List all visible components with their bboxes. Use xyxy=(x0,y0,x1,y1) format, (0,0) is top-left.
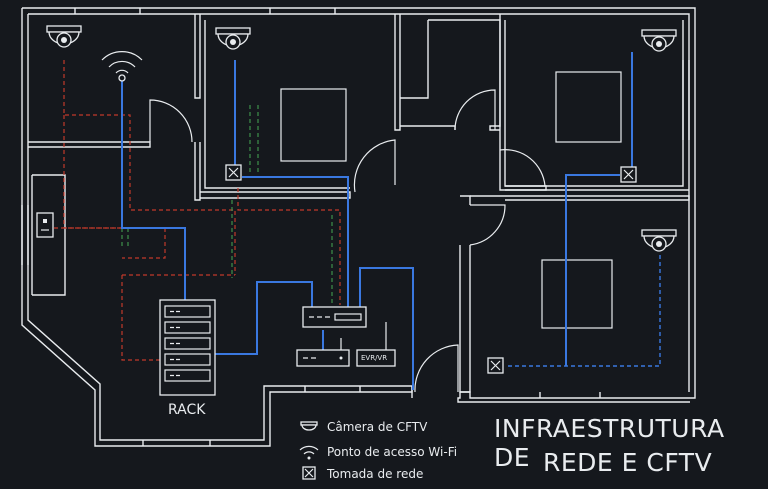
camera-icon xyxy=(46,25,82,48)
title-line-1: INFRAESTRUTURA DE xyxy=(494,414,725,472)
legend-camera-icon xyxy=(300,421,318,431)
camera-icon xyxy=(215,27,251,50)
network-cables xyxy=(121,52,633,390)
rack-icon xyxy=(159,299,216,396)
legend-outlet-icon xyxy=(302,466,316,480)
router-icon xyxy=(296,338,350,367)
network-outlet-icon xyxy=(225,164,242,181)
camera-icon xyxy=(641,29,677,52)
cftv-cables xyxy=(40,60,661,367)
legend-wifi-label: Ponto de acesso Wi-Fi xyxy=(327,445,458,459)
wifi-icon xyxy=(101,51,143,82)
legend-camera-label: Câmera de CFTV xyxy=(327,420,428,434)
legend-wifi-icon xyxy=(299,445,319,460)
doors xyxy=(149,89,546,393)
network-outlet-icon xyxy=(487,357,504,374)
furniture xyxy=(280,71,622,329)
camera-icon xyxy=(641,229,677,252)
rack-label: RACK xyxy=(168,402,206,418)
legend-outlet-label: Tomada de rede xyxy=(327,467,424,481)
intercom-icon xyxy=(36,212,54,238)
network-outlet-icon xyxy=(620,166,637,183)
recorder-icon xyxy=(356,322,396,367)
title-line-2: REDE E CFTV xyxy=(543,448,713,477)
recorder-label: EVR/VR xyxy=(361,354,388,362)
network-switch-icon xyxy=(302,306,367,328)
